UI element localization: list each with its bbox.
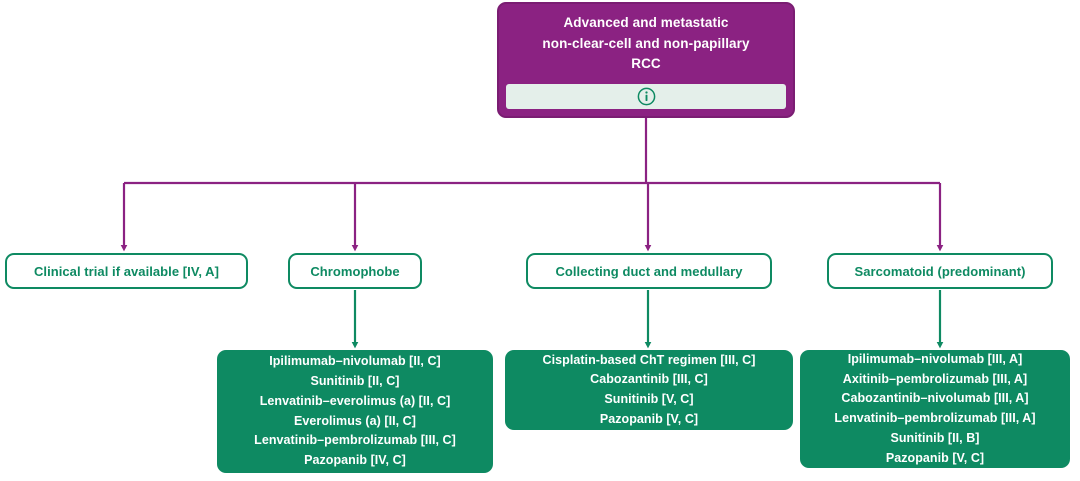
category-node-sarcomatoid[interactable]: Sarcomatoid (predominant): [827, 253, 1053, 289]
treatment-line: Lenvatinib–pembrolizumab [III, A]: [834, 411, 1036, 425]
category-node-clinical-trial[interactable]: Clinical trial if available [IV, A]: [5, 253, 248, 289]
treatment-line: Cabozantinib–nivolumab [III, A]: [841, 391, 1029, 406]
treatment-line: Pazopanib [V, C]: [599, 411, 699, 426]
treatment-node-chromophobe: Ipilimumab–nivolumab [II, C] Sunitinib […: [217, 350, 493, 473]
treatment-line: Pazopanib [V, C]: [885, 450, 985, 465]
category-label-chromophobe: Chromophobe: [310, 263, 400, 279]
treatment-line: Axitinib–pembrolizumab [III, A]: [842, 371, 1028, 386]
treatment-line: Cabozantinib [III, C]: [590, 372, 708, 387]
root-title-line-1: Advanced and metastatic: [563, 15, 729, 30]
treatment-line: Pazopanib [IV, C]: [304, 453, 406, 467]
category-label-sarcomatoid: Sarcomatoid (predominant): [854, 263, 1026, 279]
category-label-clinical-trial: Clinical trial if available [IV, A]: [33, 263, 220, 279]
root-info-bar[interactable]: [506, 84, 786, 109]
root-node-advanced-metastatic-rcc: Advanced and metastatic non-clear-cell a…: [497, 2, 795, 118]
category-node-chromophobe[interactable]: Chromophobe: [288, 253, 422, 289]
root-title-line-2: non-clear-cell and non-papillary: [542, 35, 750, 51]
info-icon[interactable]: [637, 87, 656, 106]
treatment-line: Cisplatin-based ChT regimen [III, C]: [542, 352, 756, 367]
category-label-collecting-duct-and-medullary: Collecting duct and medullary: [555, 263, 743, 279]
treatment-line: Lenvatinib–pembrolizumab [III, C]: [254, 433, 456, 448]
treatment-line: Sunitinib [V, C]: [604, 392, 694, 406]
root-title-line-3: RCC: [631, 56, 661, 72]
treatment-node-collecting-duct-and-medullary: Cisplatin-based ChT regimen [III, C] Cab…: [505, 350, 793, 430]
treatment-line: Lenvatinib–everolimus (a) [II, C]: [259, 393, 451, 408]
category-node-collecting-duct-and-medullary[interactable]: Collecting duct and medullary: [526, 253, 772, 289]
treatment-node-sarcomatoid: Ipilimumab–nivolumab [III, A] Axitinib–p…: [800, 350, 1070, 468]
treatment-line: Everolimus (a) [II, C]: [294, 413, 416, 428]
root-node-title: Advanced and metastatic non-clear-cell a…: [499, 4, 793, 75]
treatment-line: Sunitinib [II, B]: [890, 430, 980, 445]
treatment-line: Ipilimumab–nivolumab [II, C]: [269, 354, 441, 369]
treatment-line: Sunitinib [II, C]: [310, 374, 400, 388]
treatment-line: Ipilimumab–nivolumab [III, A]: [847, 351, 1023, 366]
